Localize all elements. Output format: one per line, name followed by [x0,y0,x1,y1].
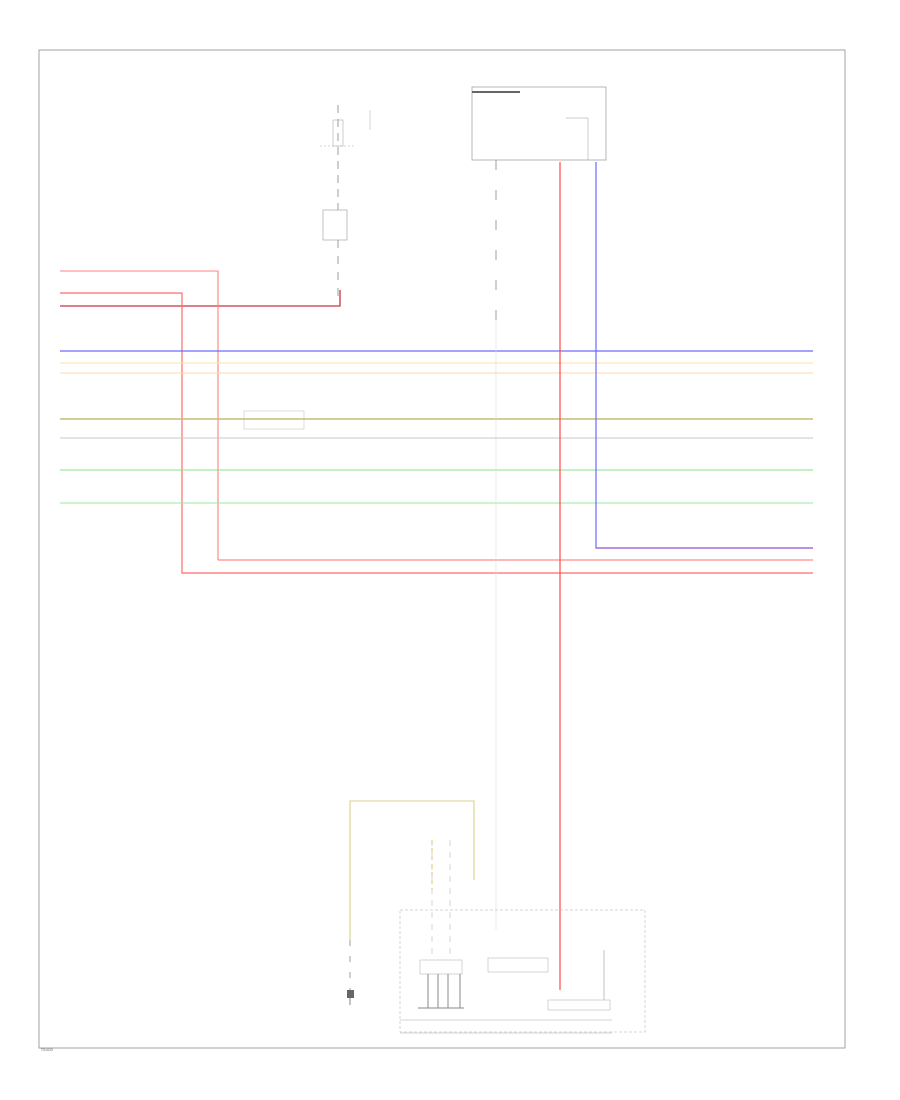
wire-red-feeder [60,290,341,307]
resistor-component [322,209,348,300]
wire-pink-top [60,270,219,560]
connector-icon [431,840,451,960]
wire-yellow-bottom [349,800,475,940]
splice-block [243,410,305,430]
wire-blue-vertical [595,162,813,549]
relay-block-top-center [471,86,607,320]
ecu-box [399,909,646,1034]
diagram-frame [38,49,846,1049]
relay-box [471,86,607,161]
fuse-block-top-left [320,105,371,210]
ground-icon [347,990,354,1005]
wire-red-loop [60,292,813,574]
page-id: TS1025 [40,1048,53,1052]
